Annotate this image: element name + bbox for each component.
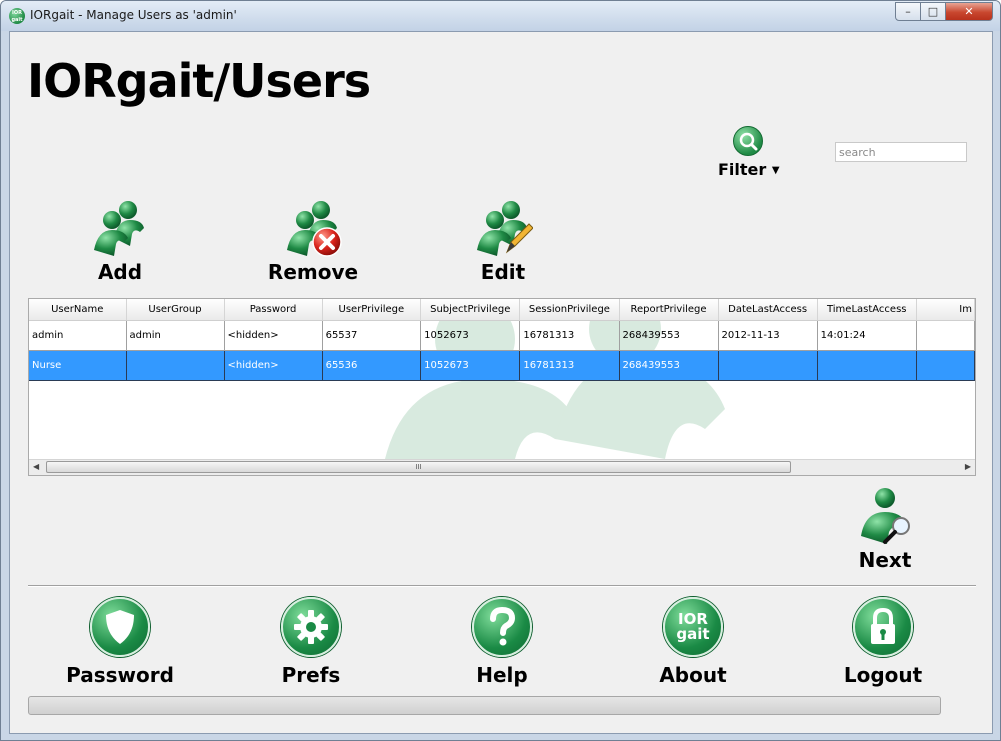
title-bar[interactable]: IOR gait IORgait - Manage Users as 'admi… xyxy=(1,1,1000,31)
users-icon xyxy=(90,198,150,258)
ior-gait-logo-icon: IOR gait xyxy=(663,597,723,657)
table-row[interactable]: Nurse <hidden> 65536 1052673 16781313 26… xyxy=(29,349,975,381)
edit-users-icon xyxy=(473,198,534,258)
remove-users-icon xyxy=(283,198,343,258)
add-user-button[interactable]: Add xyxy=(82,198,158,284)
table-cell xyxy=(126,349,225,381)
add-label: Add xyxy=(97,260,143,284)
page-title: IORgait/Users xyxy=(27,54,371,108)
column-header[interactable]: ReportPrivilege xyxy=(619,299,719,321)
help-button[interactable]: Help xyxy=(432,597,572,687)
about-button[interactable]: IOR gait About xyxy=(623,597,763,687)
table-cell: 65536 xyxy=(322,349,422,381)
table-cell: 268439553 xyxy=(619,349,719,381)
next-label: Next xyxy=(858,548,912,572)
lock-icon xyxy=(853,597,913,657)
search-input[interactable] xyxy=(835,142,967,162)
table-cell: admin xyxy=(126,320,225,351)
table-cell: 1052673 xyxy=(420,349,521,381)
prefs-label: Prefs xyxy=(281,663,341,687)
table-cell: 16781313 xyxy=(519,320,620,351)
scroll-left-arrow-icon[interactable]: ◀ xyxy=(33,462,40,471)
next-button[interactable]: Next xyxy=(852,486,918,572)
table-header-row: UserName UserGroup Password UserPrivileg… xyxy=(29,299,975,321)
minimize-button[interactable]: – xyxy=(895,2,921,21)
filter-label: Filter xyxy=(718,160,767,179)
section-divider xyxy=(28,585,976,587)
table-row[interactable]: admin admin <hidden> 65537 1052673 16781… xyxy=(29,320,975,351)
about-icon-line2: gait xyxy=(676,625,710,643)
column-header[interactable]: SubjectPrivilege xyxy=(420,299,521,321)
gear-icon xyxy=(281,597,341,657)
table-cell: 2012-11-13 xyxy=(718,320,818,351)
column-header[interactable]: UserGroup xyxy=(126,299,225,321)
table-cell xyxy=(718,349,818,381)
remove-user-button[interactable]: Remove xyxy=(265,198,361,284)
column-header[interactable]: DateLastAccess xyxy=(718,299,818,321)
magnifier-icon xyxy=(733,126,763,156)
table-cell: 14:01:24 xyxy=(817,320,917,351)
filter-button[interactable]: Filter ▼ xyxy=(718,126,780,179)
edit-label: Edit xyxy=(480,260,526,284)
scroll-right-arrow-icon[interactable]: ▶ xyxy=(964,462,971,471)
user-search-icon xyxy=(855,486,915,546)
table-cell: <hidden> xyxy=(224,349,323,381)
table-cell: 16781313 xyxy=(519,349,620,381)
logout-label: Logout xyxy=(843,663,923,687)
users-grid: UserName UserGroup Password UserPrivileg… xyxy=(29,299,975,381)
column-header[interactable]: Password xyxy=(224,299,323,321)
password-button[interactable]: Password xyxy=(50,597,190,687)
table-cell: 65537 xyxy=(322,320,422,351)
table-cell: <hidden> xyxy=(224,320,323,351)
caret-down-icon: ▼ xyxy=(771,165,780,176)
remove-label: Remove xyxy=(267,260,359,284)
column-header[interactable]: SessionPrivilege xyxy=(519,299,620,321)
shield-icon xyxy=(90,597,150,657)
main-panel: IORgait/Users Filter ▼ xyxy=(9,31,993,734)
table-cell: 1052673 xyxy=(420,320,521,351)
column-header[interactable]: Im xyxy=(916,299,975,321)
password-label: Password xyxy=(66,663,174,687)
column-header[interactable]: TimeLastAccess xyxy=(817,299,917,321)
help-label: Help xyxy=(476,663,528,687)
question-mark-icon xyxy=(472,597,532,657)
logout-button[interactable]: Logout xyxy=(813,597,953,687)
app-logo-icon: IOR gait xyxy=(9,8,25,24)
progress-bar xyxy=(28,696,941,715)
table-cell xyxy=(916,349,975,381)
maximize-button[interactable]: □ xyxy=(920,2,946,21)
table-cell: 268439553 xyxy=(619,320,719,351)
column-header[interactable]: UserPrivilege xyxy=(322,299,422,321)
edit-user-button[interactable]: Edit xyxy=(465,198,541,284)
close-button[interactable]: ✕ xyxy=(945,2,993,21)
horizontal-scrollbar[interactable]: ◀ III ▶ xyxy=(29,459,975,475)
window-title: IORgait - Manage Users as 'admin' xyxy=(30,8,237,22)
column-header[interactable]: UserName xyxy=(29,299,127,321)
about-label: About xyxy=(659,663,727,687)
table-cell xyxy=(916,320,975,351)
users-table[interactable]: UserName UserGroup Password UserPrivileg… xyxy=(28,298,976,476)
table-cell xyxy=(817,349,917,381)
about-icon-line1: IOR xyxy=(678,610,708,628)
scrollbar-thumb[interactable]: III xyxy=(46,461,791,473)
table-cell: Nurse xyxy=(29,349,127,381)
prefs-button[interactable]: Prefs xyxy=(241,597,381,687)
table-cell: admin xyxy=(29,320,127,351)
